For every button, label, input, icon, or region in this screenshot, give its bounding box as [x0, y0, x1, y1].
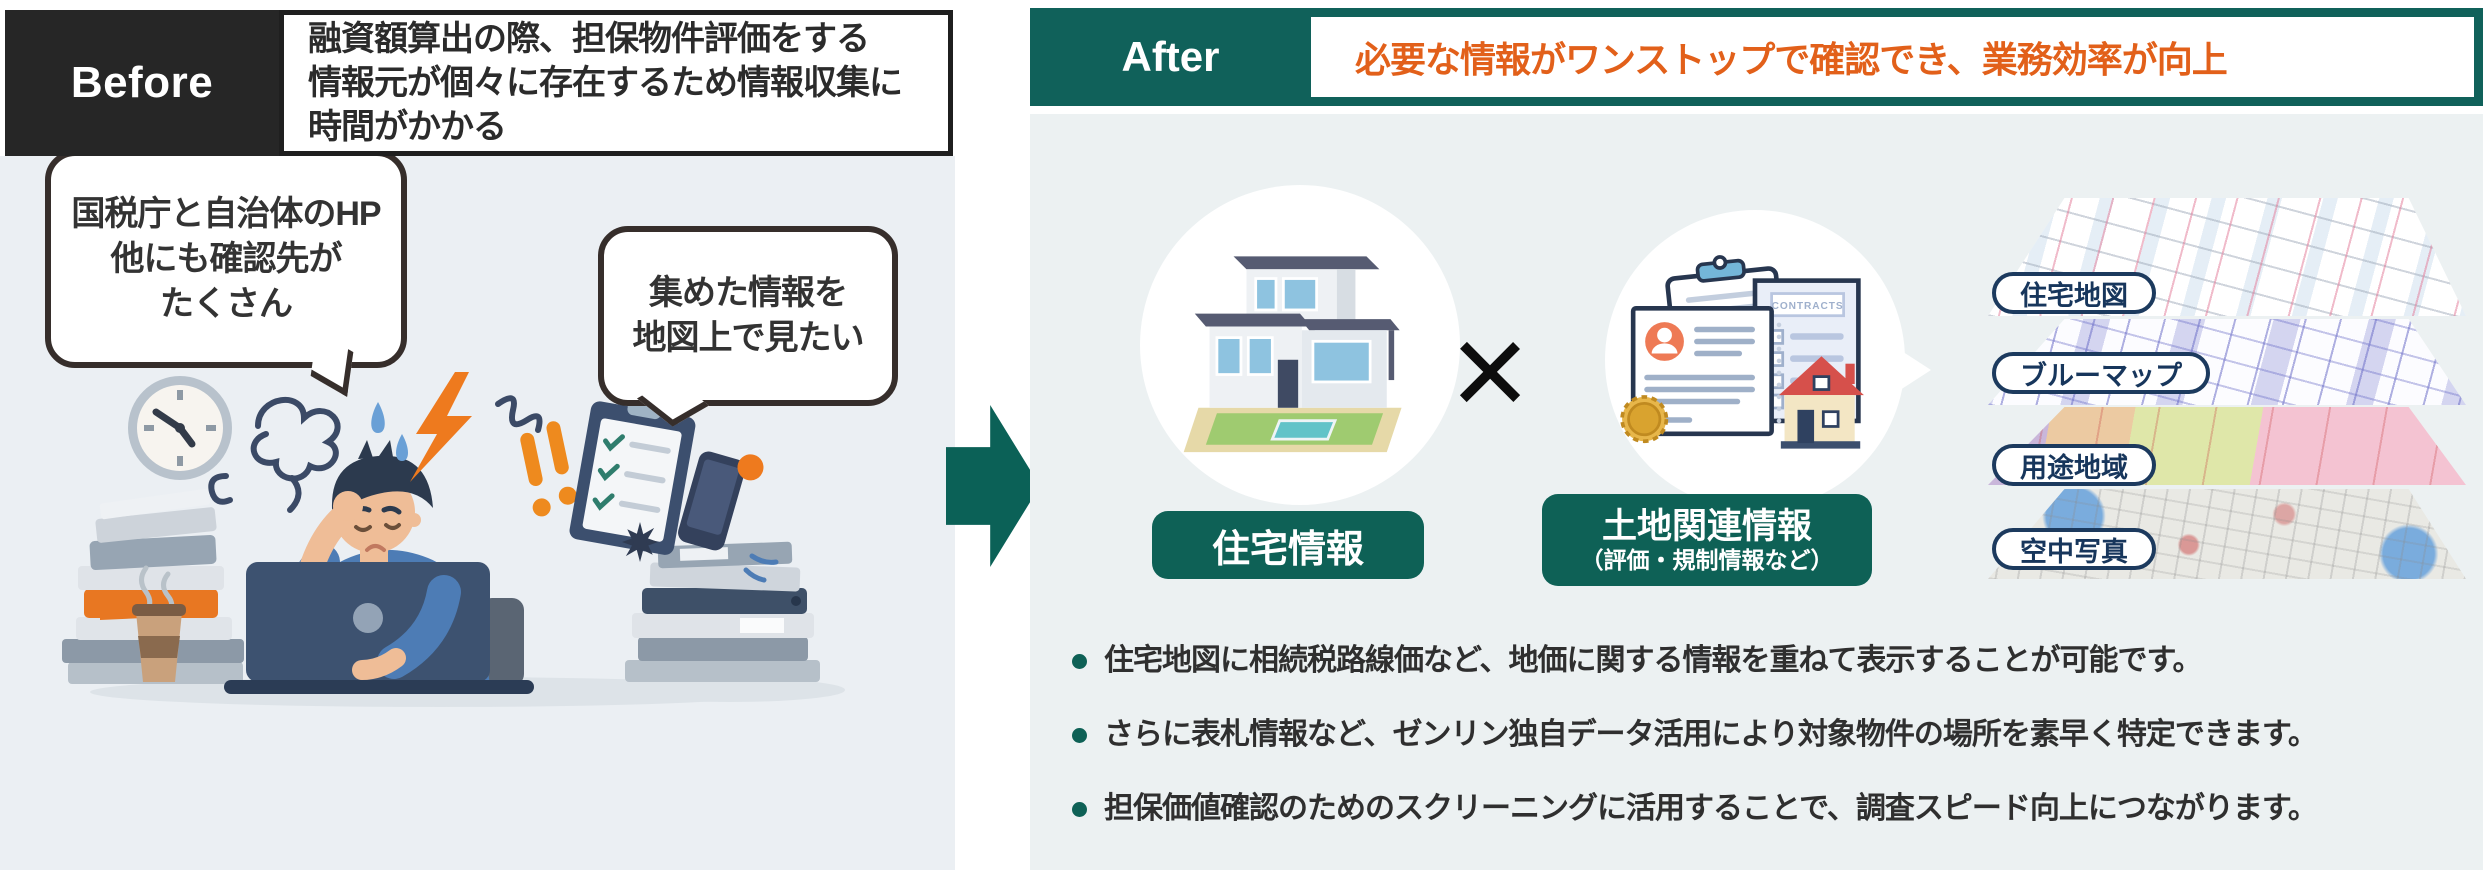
benefit-text-2: さらに表札情報など、ゼンリン独自データ活用により対象物件の場所を素早く特定できま…	[1104, 718, 2318, 751]
before-label: Before	[5, 10, 279, 156]
modern-house-icon	[1183, 256, 1402, 453]
benefit-list: 住宅地図に相続税路線価など、地価に関する情報を重ねて表示することが可能です。 さ…	[1072, 642, 2477, 864]
map-layer-label-bluemap: ブルーマップ	[1992, 352, 2210, 394]
land-info-label-line-2: （評価・規制情報など）	[1580, 546, 1834, 573]
housing-info-label: 住宅情報	[1152, 511, 1424, 579]
bullet-dot-icon	[1072, 802, 1087, 817]
speech-bubble-map-wish: 集めた情報を 地図上で見たい	[598, 226, 898, 427]
circle-tail	[1897, 348, 1931, 392]
after-header: After 必要な情報がワンストップで確認でき、業務効率が向上	[1030, 8, 2483, 106]
benefit-item-1: 住宅地図に相続税路線価など、地価に関する情報を重ねて表示することが可能です。	[1072, 642, 2477, 680]
benefit-text-3: 担保価値確認のためのスクリーニングに活用することで、調査スピード向上につながりま…	[1104, 792, 2318, 825]
after-headline: 必要な情報がワンストップで確認でき、業務効率が向上	[1311, 17, 2474, 97]
land-info-label: 土地関連情報 （評価・規制情報など）	[1542, 494, 1872, 586]
map-layer-label-zoning: 用途地域	[1992, 444, 2156, 486]
bullet-dot-icon	[1072, 728, 1087, 743]
tangle-scribble-icon	[208, 396, 341, 513]
land-documents-icon: CONTRACTS	[1620, 255, 1864, 449]
before-headline-line-2: 情報元が個々に存在するため情報収集に	[308, 64, 903, 102]
bubble-sources-line-2: 他にも確認先が	[110, 239, 343, 278]
map-layer-residential	[1988, 198, 2466, 316]
buzz-lines-icon	[743, 553, 779, 583]
sweat-drops-icon	[371, 402, 408, 461]
small-house-icon	[1779, 356, 1864, 449]
map-layer-label-aerial: 空中写真	[1992, 528, 2156, 570]
stressed-worker-illustration	[62, 372, 845, 707]
contracts-doc-title: CONTRACTS	[1772, 301, 1844, 312]
land-info-label-line-1: 土地関連情報	[1601, 506, 1812, 546]
after-label: After	[1121, 33, 1220, 80]
lightning-icon	[410, 372, 472, 482]
book-stack-right	[625, 541, 820, 682]
squiggle-icon	[495, 395, 543, 433]
before-headline-line-1: 融資額算出の際、担保物件評価をする	[308, 20, 870, 58]
medal-icon	[1620, 395, 1669, 444]
bullet-dot-icon	[1072, 654, 1087, 669]
benefit-item-3: 担保価値確認のためのスクリーニングに活用することで、調査スピード向上につながりま…	[1072, 790, 2477, 828]
bubble-sources-line-3: たくさん	[160, 284, 293, 323]
benefit-item-2: さらに表札情報など、ゼンリン独自データ活用により対象物件の場所を素早く特定できま…	[1072, 716, 2477, 754]
speech-bubble-sources: 国税庁と自治体のHP 他にも確認先が たくさん	[45, 150, 407, 397]
smartphone-icon	[678, 451, 764, 551]
land-info-circle: CONTRACTS	[1605, 210, 1931, 510]
chair-back	[480, 598, 524, 686]
laptop-base	[224, 680, 534, 694]
bubble-sources-line-1: 国税庁と自治体のHP	[71, 194, 381, 233]
bubble-map-line-2: 地図上で見たい	[632, 319, 865, 357]
housing-info-circle	[1140, 185, 1460, 505]
clock-icon	[128, 376, 232, 480]
coffee-cup-icon	[132, 565, 186, 682]
multiply-icon: ×	[1450, 294, 1530, 446]
bubble-map-line-1: 集めた情報を	[649, 274, 848, 312]
exclamation-marks-icon	[520, 421, 577, 517]
benefit-text-1: 住宅地図に相続税路線価など、地価に関する情報を重ねて表示することが可能です。	[1104, 644, 2202, 677]
spark-asterisk-icon	[622, 522, 658, 562]
before-headline: 融資額算出の際、担保物件評価をする 情報元が個々に存在するため情報収集に 時間が…	[279, 10, 953, 156]
map-layer-label-residential: 住宅地図	[1992, 272, 2156, 314]
arrow-right-icon	[946, 405, 1040, 567]
before-headline-line-3: 時間がかかる	[308, 108, 507, 146]
